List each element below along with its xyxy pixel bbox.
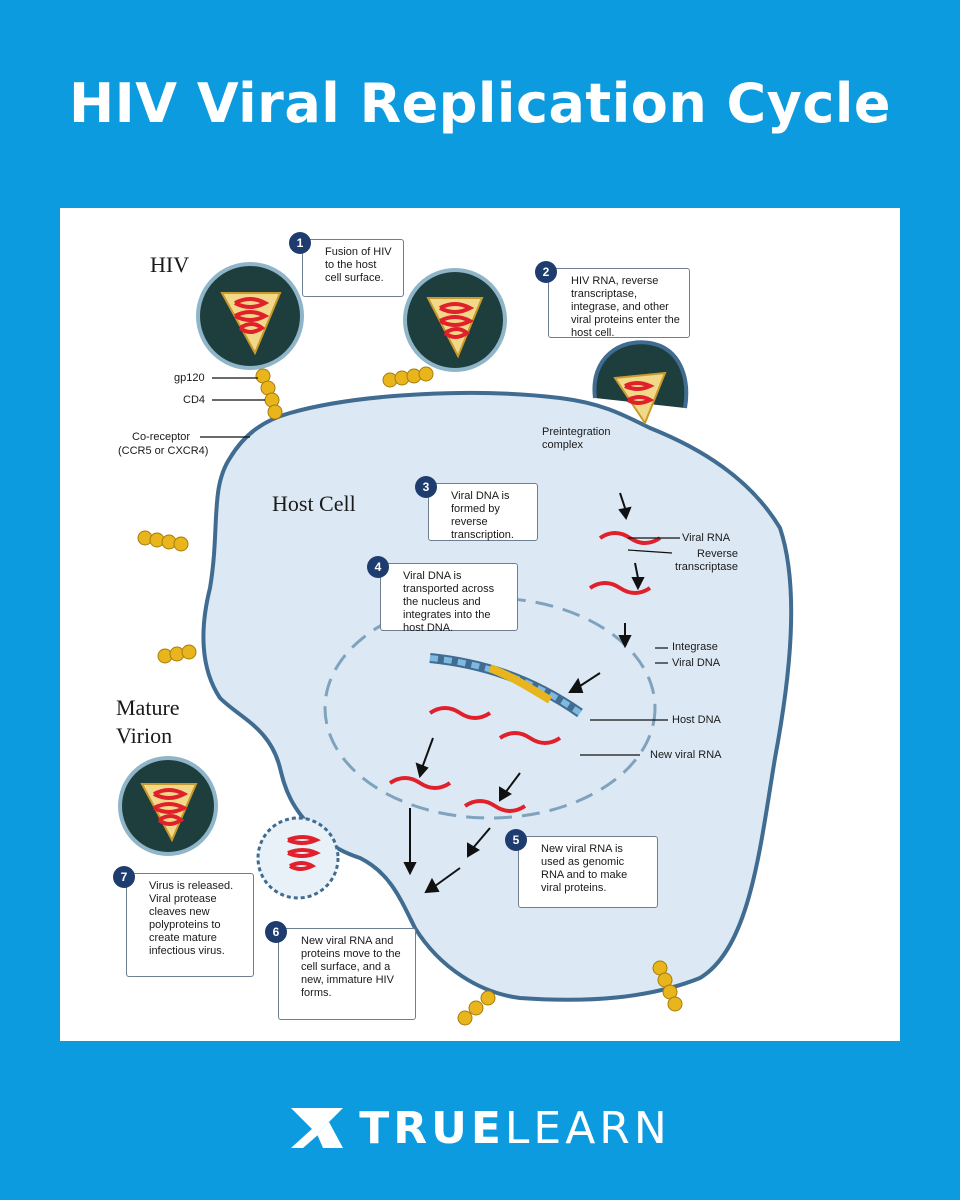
- step-6-badge: 6: [265, 921, 287, 943]
- coreceptor-sublabel: (CCR5 or CXCR4): [118, 445, 209, 457]
- mature-virion: [118, 756, 218, 856]
- host-dna-strand: [429, 653, 583, 718]
- preintegration-label: Preintegration complex: [542, 426, 611, 451]
- budding-virion: [256, 816, 340, 900]
- step-1-callout: 1 Fusion of HIV to the host cell surface…: [289, 232, 404, 297]
- host-dna-label: Host DNA: [672, 714, 721, 726]
- step-4-callout: 4 Viral DNA is transported across the nu…: [367, 556, 518, 634]
- step-6-callout: 6 New viral RNA and proteins move to the…: [265, 921, 416, 1020]
- step-3-badge: 3: [415, 476, 437, 498]
- coreceptor-label: Co-receptor: [132, 431, 191, 443]
- brand-light: LEARN: [504, 1102, 671, 1154]
- step-2-callout: 2 HIV RNA, reverse transcriptase, integr…: [535, 261, 690, 339]
- page-title: HIV Viral Replication Cycle: [68, 72, 892, 135]
- step-3-text: Viral DNA is formed by reverse transcrip…: [451, 490, 514, 541]
- step-7-badge: 7: [113, 866, 135, 888]
- hiv-virion-entering: [592, 340, 689, 426]
- mature-virion-label: Mature Virion: [116, 695, 180, 748]
- leader-lines: [200, 377, 680, 756]
- hiv-virion-1: [196, 262, 304, 370]
- process-arrows: [403, 492, 645, 894]
- brand-wordmark: TRUELEARN: [359, 1103, 671, 1154]
- step-6-text: New viral RNA and proteins move to the c…: [301, 935, 401, 999]
- integrase-label: Integrase: [672, 641, 718, 653]
- new-viral-rna-label: New viral RNA: [650, 749, 722, 761]
- step-5-callout: 5 New viral RNA is used as genomic RNA a…: [505, 829, 658, 908]
- diagram-panel: HIV Host Cell Mature Virion gp120 CD4 Co…: [60, 208, 900, 1041]
- step-5-badge: 5: [505, 829, 527, 851]
- step-4-badge: 4: [367, 556, 389, 578]
- viral-rna-label: Viral RNA: [682, 532, 731, 544]
- hiv-label: HIV: [150, 252, 190, 277]
- step-5-text: New viral RNA is used as genomic RNA and…: [541, 843, 628, 894]
- hiv-virion-2: [403, 268, 507, 372]
- truelearn-logo: TRUELEARN: [0, 1100, 960, 1156]
- host-cell-label: Host Cell: [272, 491, 356, 516]
- gp120-label: gp120: [174, 372, 205, 384]
- cd4-label: CD4: [183, 394, 206, 406]
- viral-dna-label: Viral DNA: [672, 657, 721, 669]
- step-7-text: Virus is released. Viral protease cleave…: [149, 880, 234, 957]
- truelearn-mark-icon: [291, 1108, 344, 1148]
- step-1-text: Fusion of HIV to the host cell surface.: [325, 246, 392, 284]
- cd4-receptors: [137, 366, 683, 1026]
- step-4-text: Viral DNA is transported across the nucl…: [403, 570, 495, 634]
- step-2-badge: 2: [535, 261, 557, 283]
- brand-bold: TRUE: [359, 1102, 505, 1154]
- step-7-callout: 7 Virus is released. Viral protease clea…: [113, 866, 254, 977]
- reverse-transcriptase-label: Reverse transcriptase: [675, 548, 738, 573]
- step-3-callout: 3 Viral DNA is formed by reverse transcr…: [415, 476, 538, 541]
- step-1-badge: 1: [289, 232, 311, 254]
- step-2-text: HIV RNA, reverse transcriptase, integras…: [571, 275, 680, 339]
